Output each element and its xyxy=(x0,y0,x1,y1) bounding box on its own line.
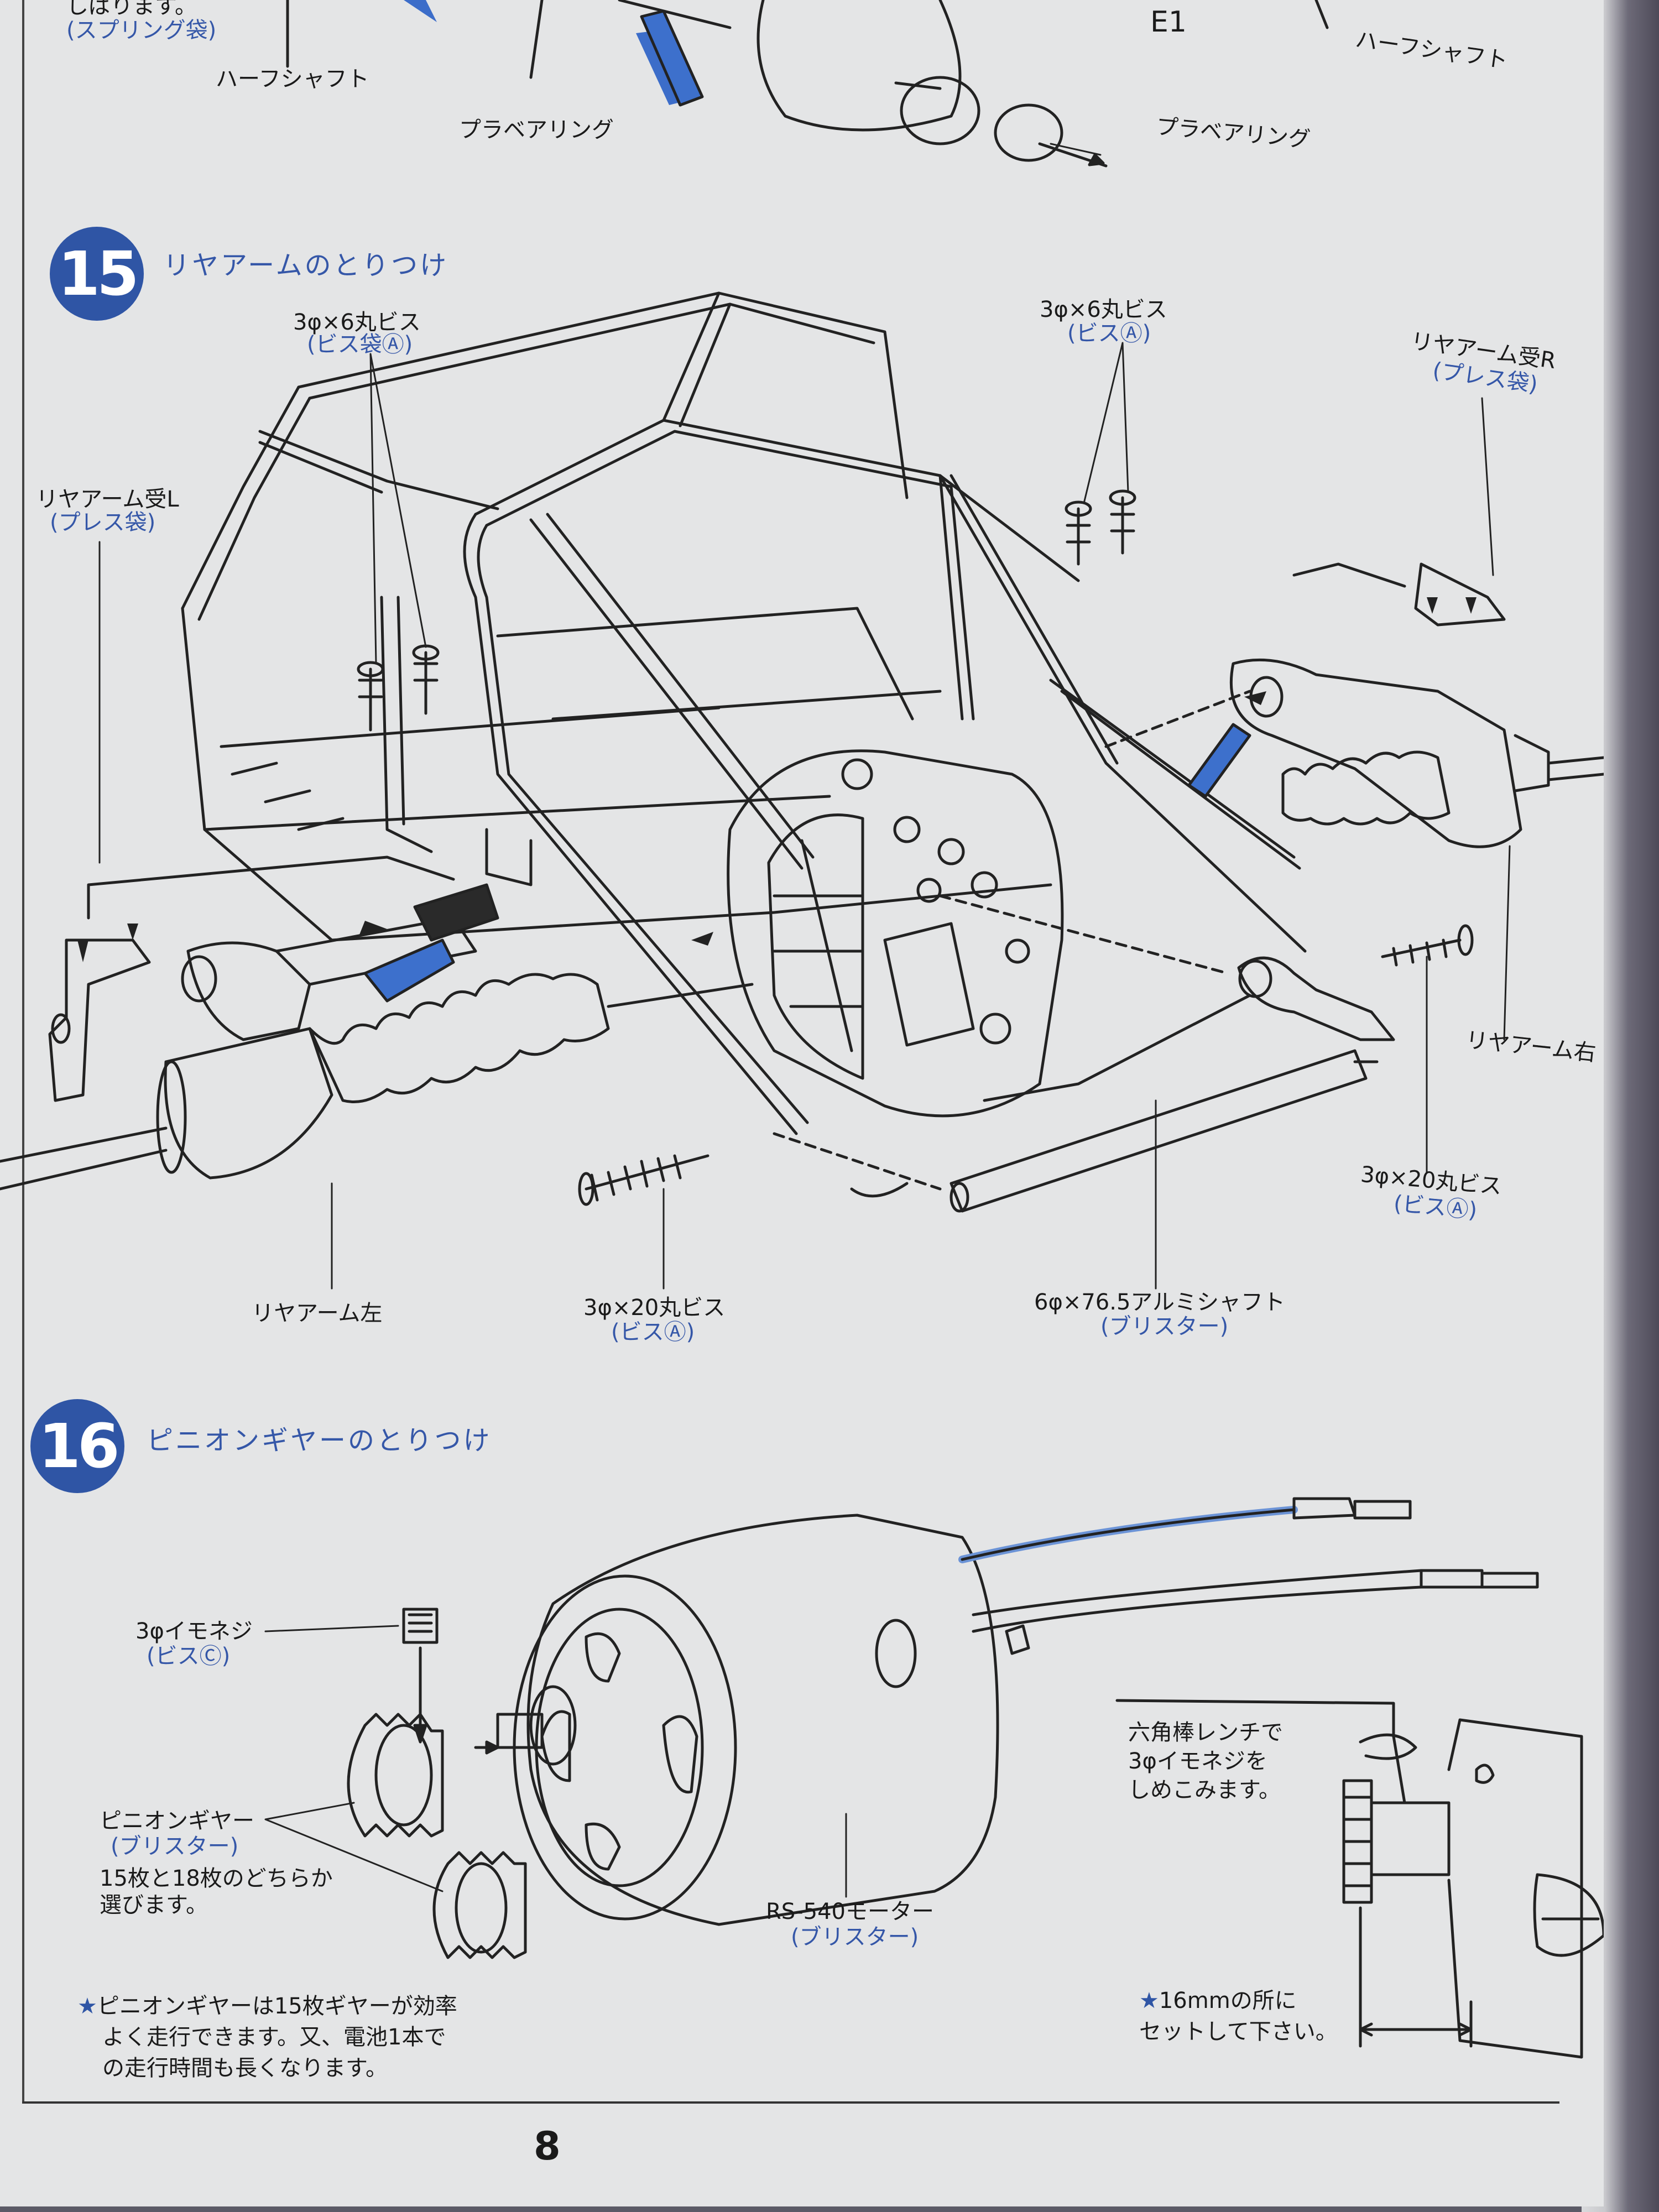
set-position-line-2: セットして下さい。 xyxy=(1139,2019,1338,2044)
pinion-gear-bag: (ブリスター) xyxy=(111,1834,239,1859)
bearing-left-label: プラベアリング xyxy=(459,117,614,143)
pinion-efficiency-line-1: ピニオンギヤーは15枚ギヤーが効率 xyxy=(97,1994,457,2019)
set-screw-label: 3φイモネジ xyxy=(135,1619,253,1644)
page-number: 8 xyxy=(534,2124,561,2169)
continued-instruction: しばります。 xyxy=(66,0,197,19)
motor-drawing xyxy=(347,1497,1604,2059)
rear-arm-left-label: リヤアーム左 xyxy=(252,1301,383,1326)
screw-3x6-right-bag: (ビスⒶ) xyxy=(1067,321,1151,346)
screw-3x6-left-bag: (ビス袋Ⓐ) xyxy=(307,332,413,357)
screw-3x6-right-label: 3φ×6丸ビス xyxy=(1040,297,1167,322)
chassis-frame-drawing xyxy=(0,291,1604,1213)
manual-page: しばります。 (スプリング袋) ハーフシャフト プラベアリング E1 ハーフシャ… xyxy=(0,0,1604,2206)
screw-3x6-left-label: 3φ×6丸ビス xyxy=(293,310,421,335)
wrench-note-3: しめこみます。 xyxy=(1128,1777,1281,1803)
screw-3x20-center-label: 3φ×20丸ビス xyxy=(583,1295,726,1321)
pinion-choice-note-2: 選びます。 xyxy=(100,1892,208,1918)
alu-shaft-label: 6φ×76.5アルミシャフト xyxy=(1034,1290,1286,1315)
screw-3x20-center-bag: (ビスⒶ) xyxy=(611,1319,695,1345)
pinion-gear-label: ピニオンギヤー xyxy=(100,1808,254,1834)
set-position-line-1: 16mmの所に xyxy=(1159,1988,1297,2013)
set-screw-bag: (ビスⒸ) xyxy=(147,1644,231,1669)
step16-leader-lines xyxy=(264,1625,847,1898)
step-16-badge: 16 xyxy=(30,1399,124,1493)
motor-bag: (ブリスター) xyxy=(791,1924,919,1950)
footer-rule xyxy=(22,2101,1559,2104)
star-marker: ★ xyxy=(77,1994,97,2019)
star-marker: ★ xyxy=(1139,1988,1159,2013)
assembly-arrows xyxy=(77,597,1477,962)
continued-bag-label: (スプリング袋) xyxy=(66,18,217,43)
assembly-drawing xyxy=(0,0,1604,2059)
wrench-note-1: 六角棒レンチで xyxy=(1128,1720,1283,1745)
step-15-badge: 15 xyxy=(50,227,144,321)
top-half-shaft-drawing xyxy=(286,0,1329,168)
motor-label: RS-540モーター xyxy=(766,1899,934,1924)
pinion-efficiency-line-3: の走行時間も長くなります。 xyxy=(102,2056,388,2081)
step15-leader-lines xyxy=(98,342,1511,1290)
pinion-efficiency-note: ★ピニオンギヤーは15枚ギヤーが効率 よく走行できます。又、電池1本で の走行時… xyxy=(77,1991,457,2084)
step-15-title: リヤアームのとりつけ xyxy=(163,250,449,281)
pinion-choice-note-1: 15枚と18枚のどちらか xyxy=(100,1866,333,1891)
alu-shaft-bag: (ブリスター) xyxy=(1100,1314,1229,1339)
half-shaft-left-label: ハーフシャフト xyxy=(216,66,369,92)
rear-arm-mount-l-label: リヤアーム受L xyxy=(36,487,179,512)
step-16-title: ピニオンギヤーのとりつけ xyxy=(147,1425,492,1456)
set-position-note: ★16mmの所に セットして下さい。 xyxy=(1139,1985,1338,2047)
wrench-note-2: 3φイモネジを xyxy=(1128,1749,1267,1774)
part-e1-label: E1 xyxy=(1150,6,1187,39)
rear-arm-mount-l-bag: (プレス袋) xyxy=(50,510,156,535)
left-margin-rule xyxy=(22,0,24,2101)
pinion-efficiency-line-2: よく走行できます。又、電池1本で xyxy=(102,2025,446,2050)
